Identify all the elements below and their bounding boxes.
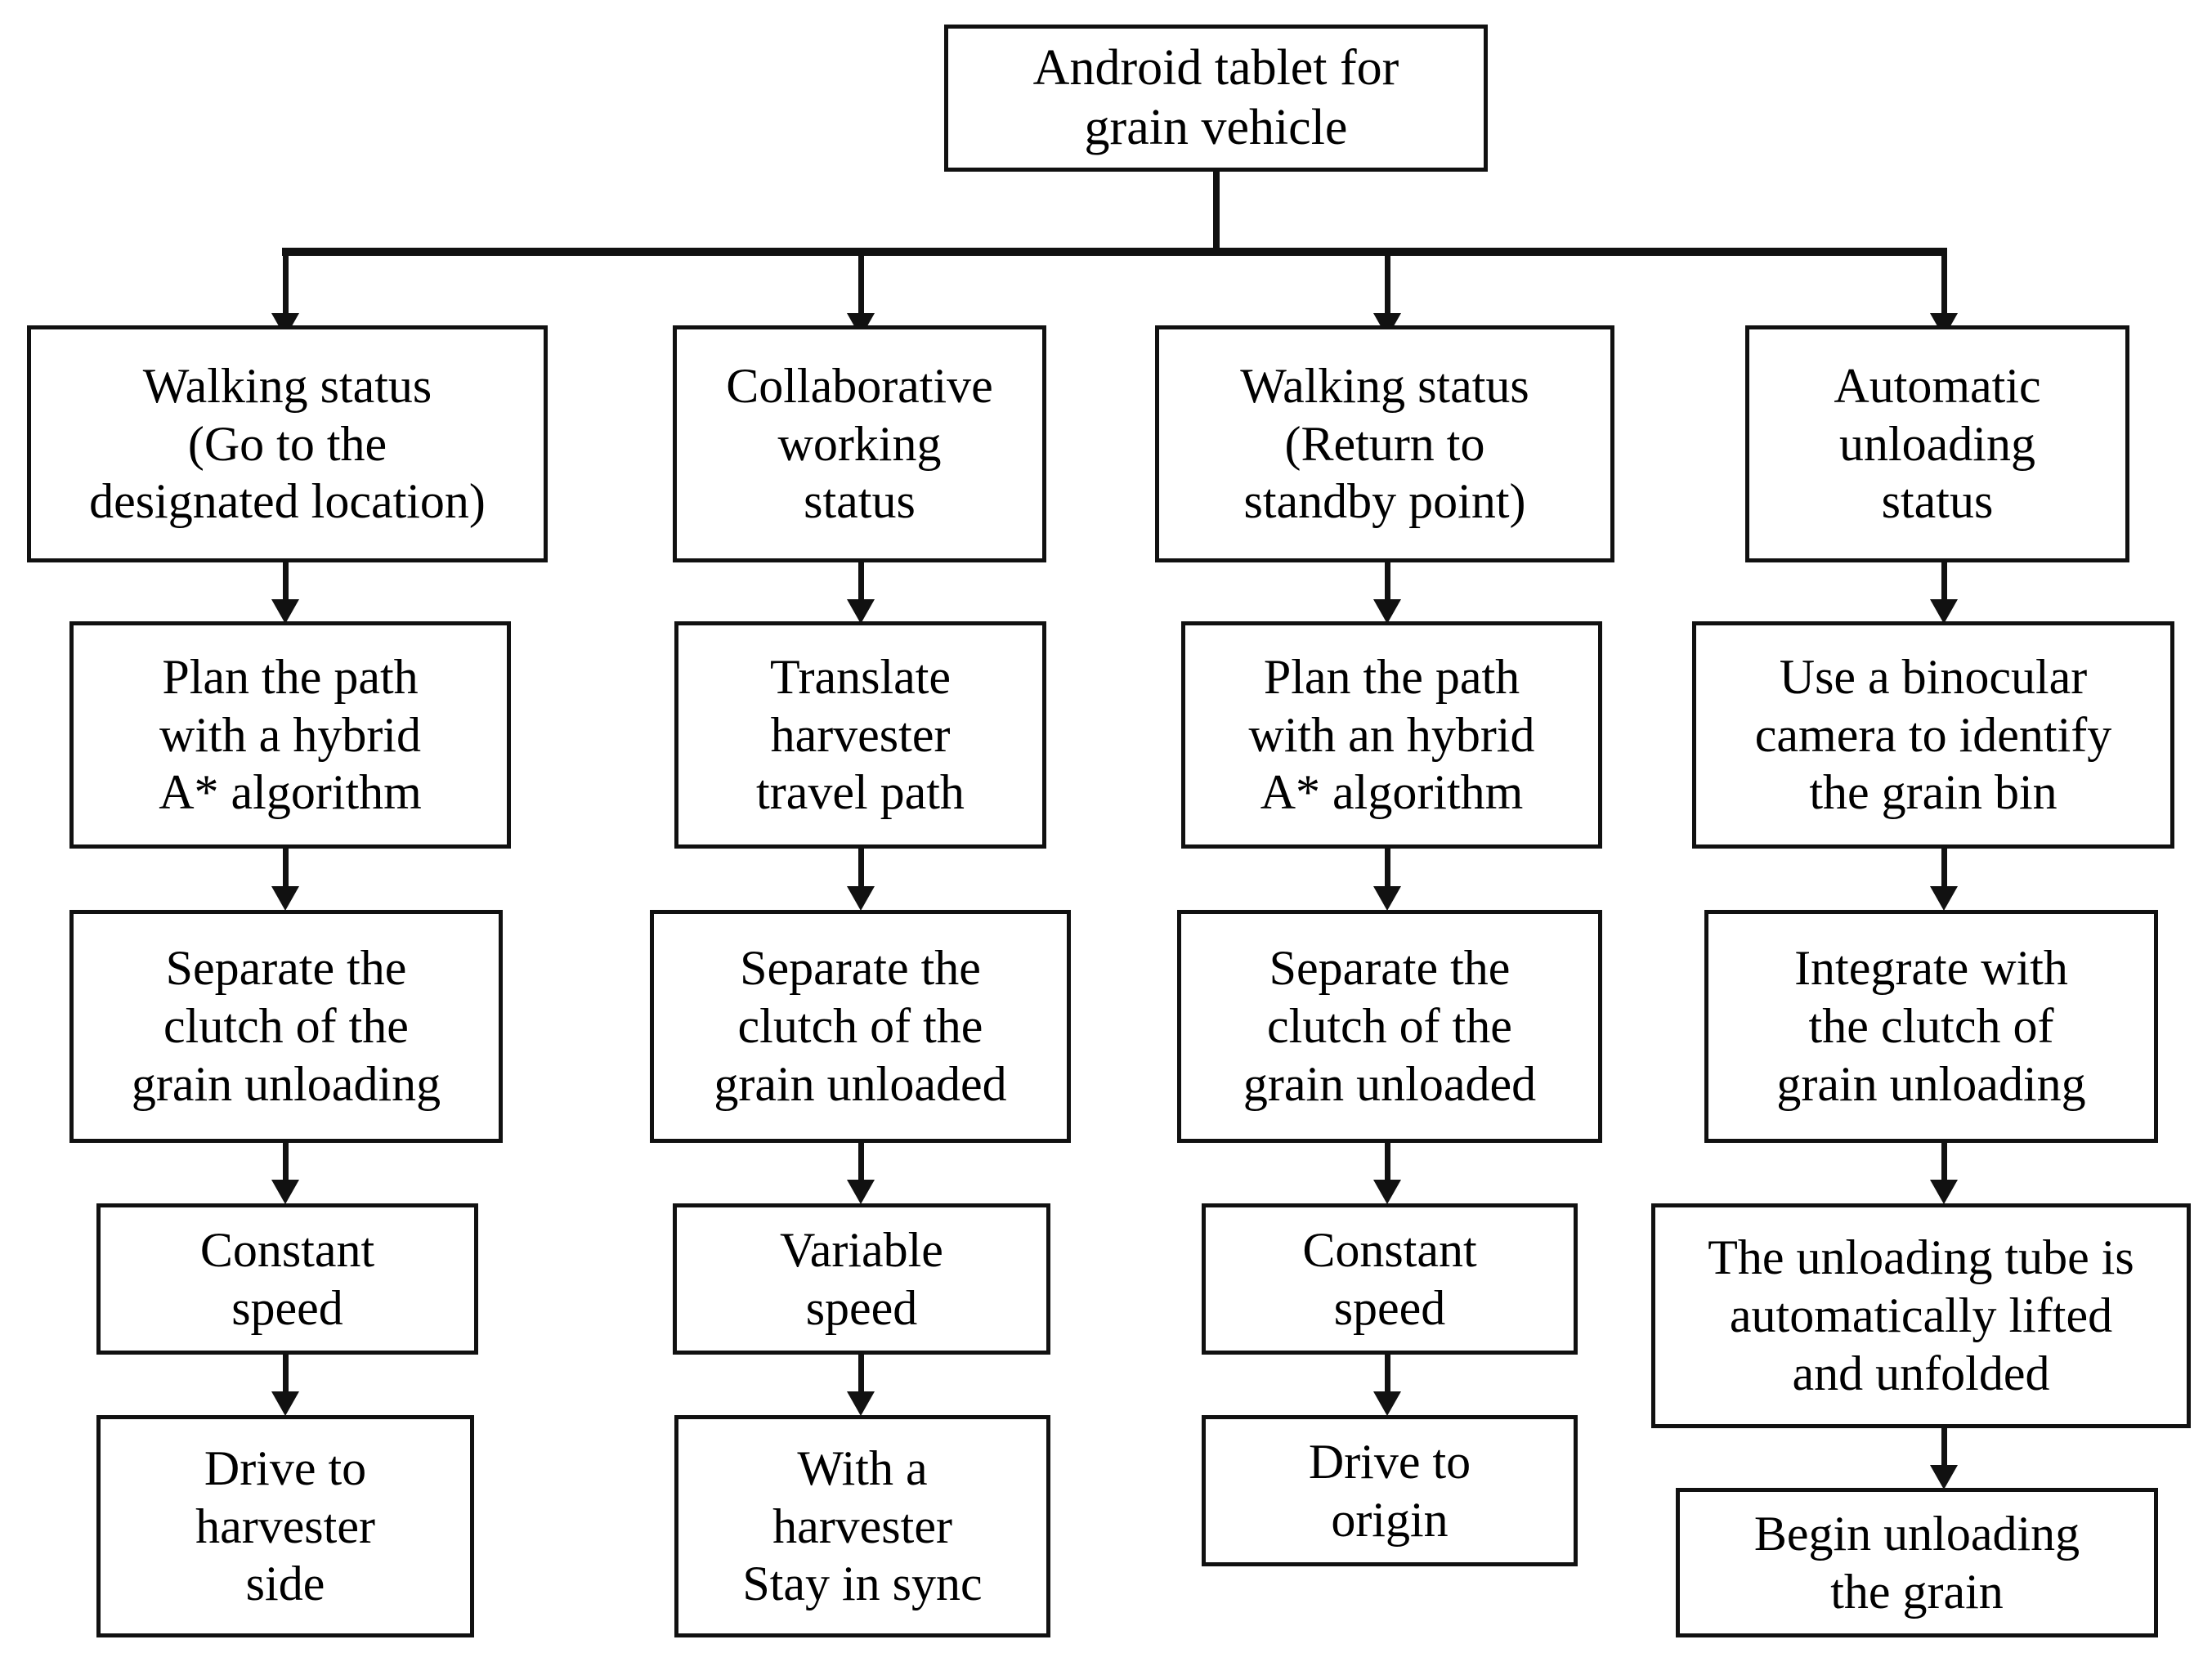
node-c1-walking-status-go[interactable]: Walking status (Go to the designated loc… [27, 325, 548, 562]
node-c4-step1-label: Automatic unloading status [1834, 358, 2041, 529]
connector-c4-1-2 [1941, 562, 1947, 605]
connector-branch-drop-2 [858, 248, 864, 317]
connector-c4-4-5 [1941, 1428, 1947, 1471]
node-c3-step5-label: Drive to origin [1308, 1434, 1471, 1547]
node-c3-constant-speed[interactable]: Constant speed [1202, 1203, 1578, 1355]
arrowhead-c4-1-2 [1930, 599, 1958, 624]
node-c4-step3-label: Integrate with the clutch of grain unloa… [1776, 941, 2086, 1111]
connector-c2-1-2 [858, 562, 864, 605]
node-c2-collaborative-working[interactable]: Collaborative working status [673, 325, 1046, 562]
node-c2-step4-label: Variable speed [780, 1222, 943, 1335]
node-c3-plan-path[interactable]: Plan the path with an hybrid A* algorith… [1181, 621, 1602, 849]
connector-c3-4-5 [1385, 1355, 1390, 1397]
connector-c1-1-2 [283, 562, 289, 605]
node-c1-constant-speed[interactable]: Constant speed [96, 1203, 478, 1355]
node-c4-step5-label: Begin unloading the grain [1753, 1506, 2080, 1619]
connector-horizontal-bus [282, 248, 1947, 256]
arrowhead-c4-3-4 [1930, 1180, 1958, 1204]
node-c3-separate-clutch[interactable]: Separate the clutch of the grain unloade… [1177, 910, 1602, 1143]
node-c1-step4-label: Constant speed [199, 1222, 375, 1335]
node-c1-step1-label: Walking status (Go to the designated loc… [89, 358, 486, 529]
connector-c2-2-3 [858, 849, 864, 891]
node-c1-drive-harvester-side[interactable]: Drive to harvester side [96, 1415, 474, 1637]
node-c4-automatic-unloading[interactable]: Automatic unloading status [1745, 325, 2129, 562]
node-c4-step2-label: Use a binocular camera to identify the g… [1754, 649, 2112, 820]
node-c4-integrate-clutch[interactable]: Integrate with the clutch of grain unloa… [1704, 910, 2158, 1143]
node-c3-step4-label: Constant speed [1302, 1222, 1477, 1335]
connector-branch-drop-1 [283, 248, 289, 317]
connector-c4-2-3 [1941, 849, 1947, 891]
node-c3-drive-to-origin[interactable]: Drive to origin [1202, 1415, 1578, 1566]
arrowhead-c1-4-5 [271, 1391, 299, 1416]
node-c2-translate-path[interactable]: Translate harvester travel path [674, 621, 1046, 849]
node-c4-step4-label: The unloading tube is automatically lift… [1708, 1230, 2134, 1400]
arrowhead-c1-1-2 [271, 599, 299, 624]
node-c1-plan-path[interactable]: Plan the path with a hybrid A* algorithm [69, 621, 511, 849]
connector-c1-3-4 [283, 1143, 289, 1185]
connector-c3-2-3 [1385, 849, 1390, 891]
arrowhead-c4-4-5 [1930, 1465, 1958, 1490]
node-c4-unloading-tube-lifted[interactable]: The unloading tube is automatically lift… [1651, 1203, 2191, 1428]
node-c2-stay-in-sync[interactable]: With a harvester Stay in sync [674, 1415, 1050, 1637]
connector-c3-3-4 [1385, 1143, 1390, 1185]
node-c3-walking-status-return[interactable]: Walking status (Return to standby point) [1155, 325, 1614, 562]
connector-c4-3-4 [1941, 1143, 1947, 1185]
connector-branch-drop-4 [1941, 248, 1947, 317]
node-c1-step5-label: Drive to harvester side [195, 1440, 375, 1611]
node-c4-binocular-camera[interactable]: Use a binocular camera to identify the g… [1692, 621, 2174, 849]
connector-c3-1-2 [1385, 562, 1390, 605]
node-c2-separate-clutch[interactable]: Separate the clutch of the grain unloade… [650, 910, 1071, 1143]
connector-c2-4-5 [858, 1355, 864, 1397]
arrowhead-c4-2-3 [1930, 886, 1958, 911]
node-c2-variable-speed[interactable]: Variable speed [673, 1203, 1050, 1355]
arrowhead-c1-2-3 [271, 886, 299, 911]
node-c2-step5-label: With a harvester Stay in sync [742, 1440, 983, 1611]
node-c3-step1-label: Walking status (Return to standby point) [1240, 358, 1529, 529]
arrowhead-c3-1-2 [1373, 599, 1401, 624]
node-c3-step3-label: Separate the clutch of the grain unloade… [1243, 941, 1537, 1111]
connector-c2-3-4 [858, 1143, 864, 1185]
node-c1-step3-label: Separate the clutch of the grain unloadi… [131, 941, 441, 1111]
node-c2-step2-label: Translate harvester travel path [756, 649, 965, 820]
arrowhead-c3-2-3 [1373, 886, 1401, 911]
node-c1-step2-label: Plan the path with a hybrid A* algorithm [159, 649, 422, 820]
arrowhead-c2-4-5 [847, 1391, 875, 1416]
node-c1-separate-clutch[interactable]: Separate the clutch of the grain unloadi… [69, 910, 503, 1143]
node-root-label: Android tablet for grain vehicle [1032, 39, 1399, 155]
arrowhead-c2-3-4 [847, 1180, 875, 1204]
node-c3-step2-label: Plan the path with an hybrid A* algorith… [1248, 649, 1535, 820]
node-c4-begin-unloading[interactable]: Begin unloading the grain [1676, 1488, 2158, 1637]
connector-root-stem [1213, 172, 1220, 253]
arrowhead-c2-2-3 [847, 886, 875, 911]
node-root-android-tablet[interactable]: Android tablet for grain vehicle [944, 25, 1488, 172]
node-c2-step3-label: Separate the clutch of the grain unloade… [714, 941, 1007, 1111]
arrowhead-c2-1-2 [847, 599, 875, 624]
arrowhead-c3-4-5 [1373, 1391, 1401, 1416]
node-c2-step1-label: Collaborative working status [726, 358, 993, 529]
arrowhead-c1-3-4 [271, 1180, 299, 1204]
connector-c1-2-3 [283, 849, 289, 891]
arrowhead-c3-3-4 [1373, 1180, 1401, 1204]
connector-c1-4-5 [283, 1355, 289, 1397]
connector-branch-drop-3 [1385, 248, 1390, 317]
